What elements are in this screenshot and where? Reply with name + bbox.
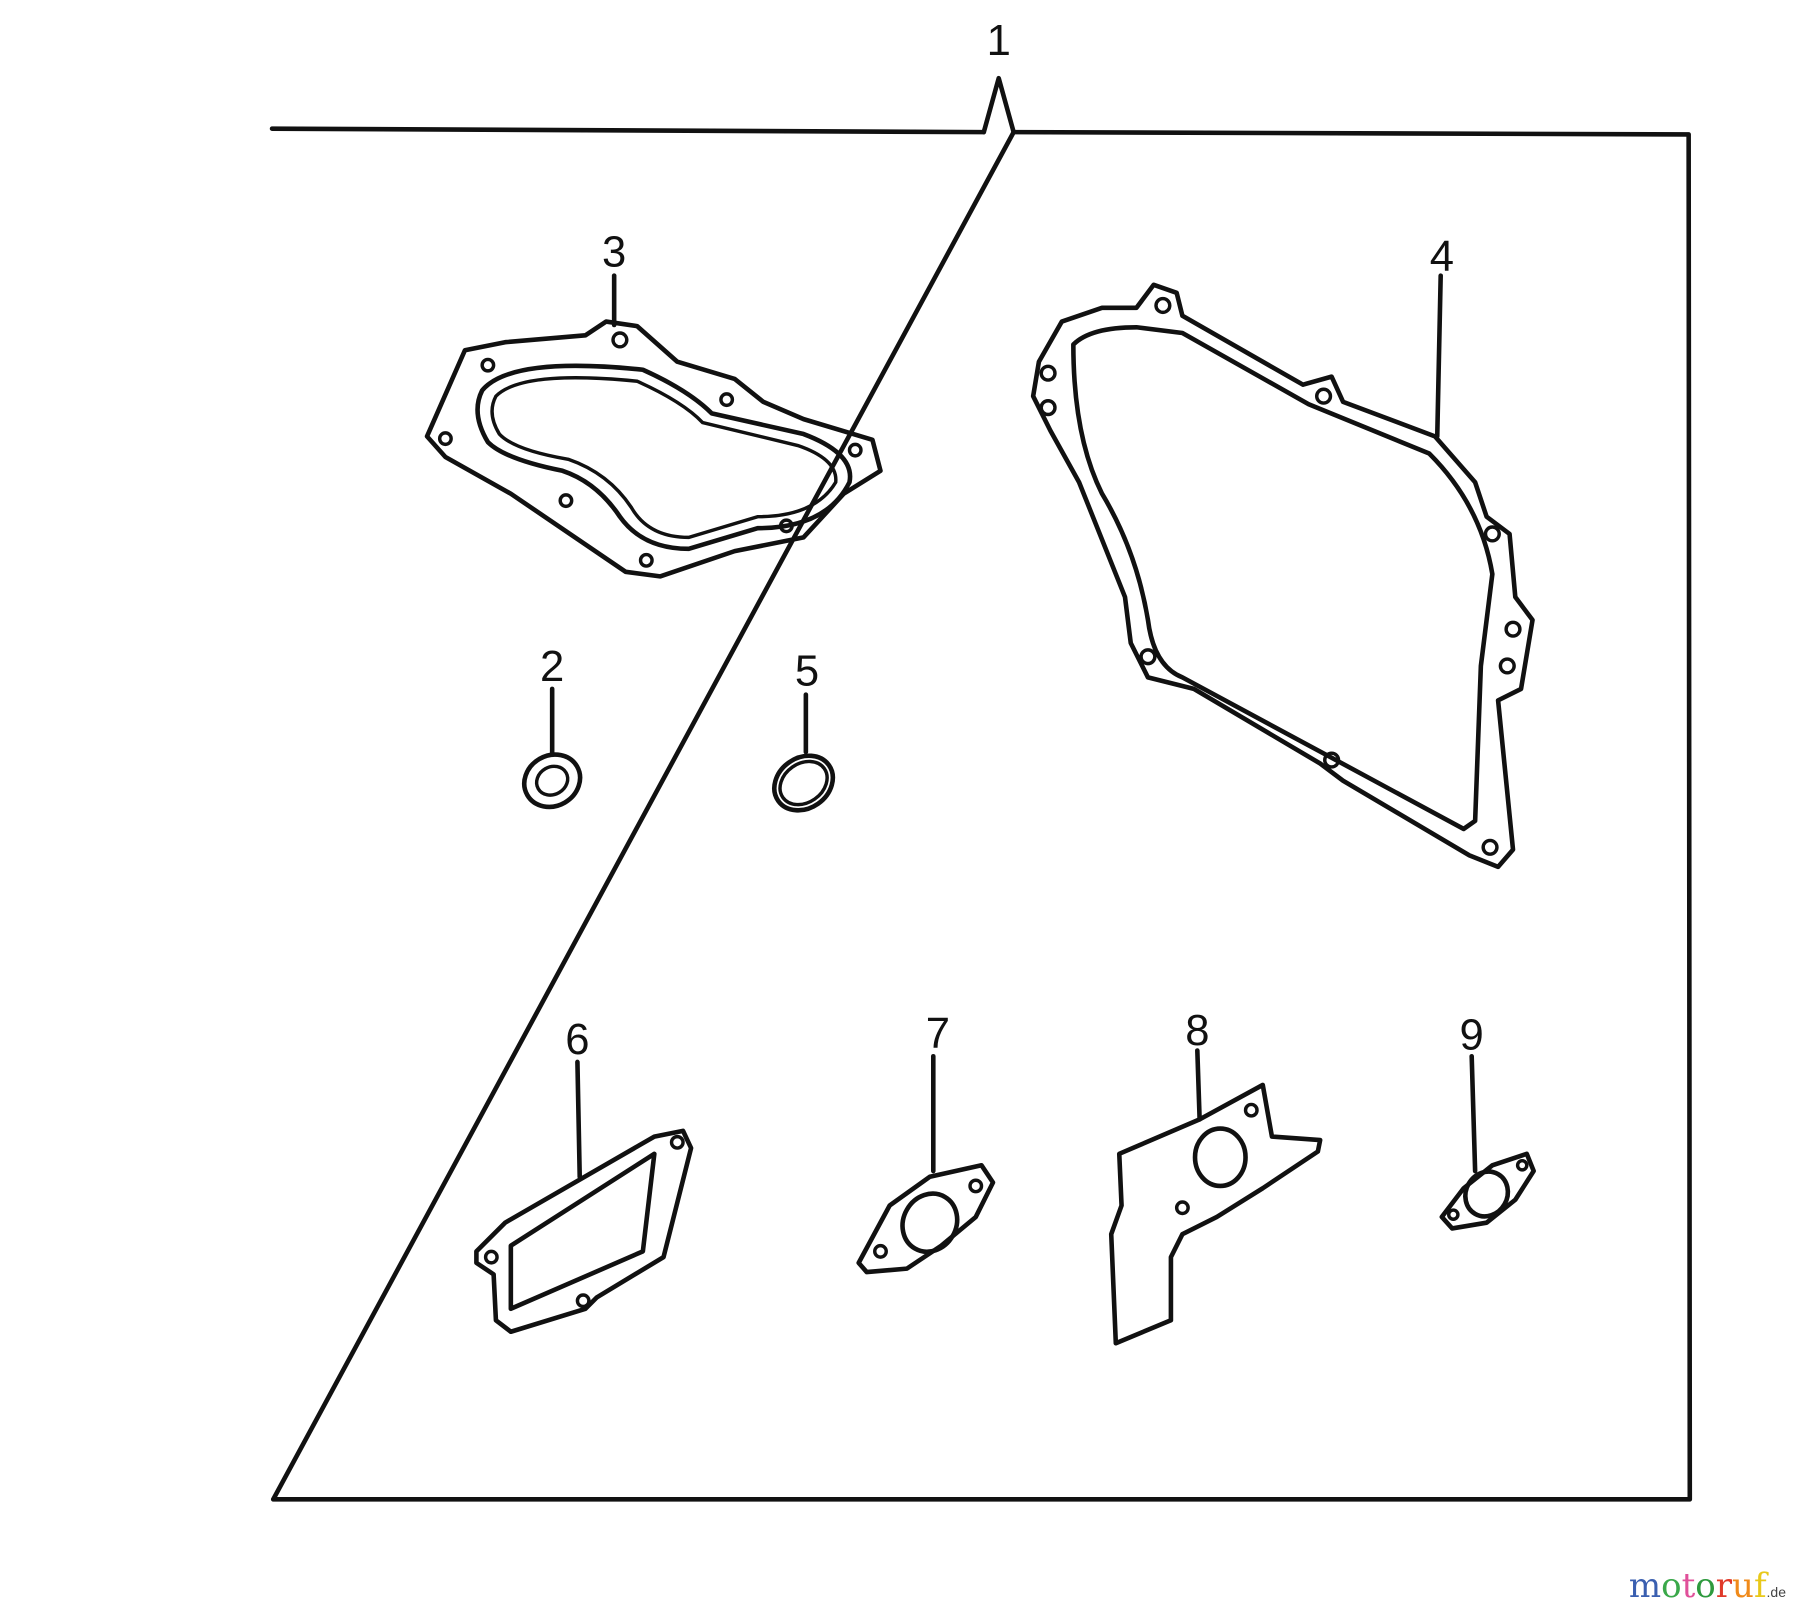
logo-letter: o (1695, 1566, 1716, 1606)
part-9-gasket (1439, 1053, 1536, 1231)
label-4: 4 (1430, 233, 1454, 281)
label-3: 3 (602, 228, 626, 276)
part-2-washer (521, 686, 583, 810)
kit-leader (981, 75, 1016, 135)
label-6: 6 (565, 1016, 589, 1064)
logo-letter: f (1753, 1566, 1767, 1606)
logo-letter: r (1715, 1566, 1733, 1606)
watermark-logo: motoruf.de (1629, 1566, 1786, 1606)
part-4-crankcase-gasket (1030, 273, 1535, 870)
logo-letter: m (1628, 1566, 1662, 1606)
label-7: 7 (926, 1010, 950, 1058)
kit-box (269, 126, 1693, 1502)
part-7-gasket (856, 1053, 996, 1275)
logo-letter: t (1681, 1566, 1696, 1606)
part-8-gasket (1108, 1048, 1323, 1346)
part-5-o-ring (772, 692, 836, 813)
label-9: 9 (1460, 1011, 1484, 1059)
label-1: 1 (987, 17, 1011, 65)
logo-suffix: .de (1766, 1584, 1786, 1600)
part-3-head-gasket (424, 273, 883, 579)
label-5: 5 (795, 647, 819, 695)
part-6-gasket (474, 1059, 694, 1335)
label-8: 8 (1185, 1007, 1209, 1055)
label-2: 2 (540, 643, 564, 691)
logo-letter: u (1732, 1566, 1754, 1606)
logo-letter: o (1661, 1566, 1682, 1606)
